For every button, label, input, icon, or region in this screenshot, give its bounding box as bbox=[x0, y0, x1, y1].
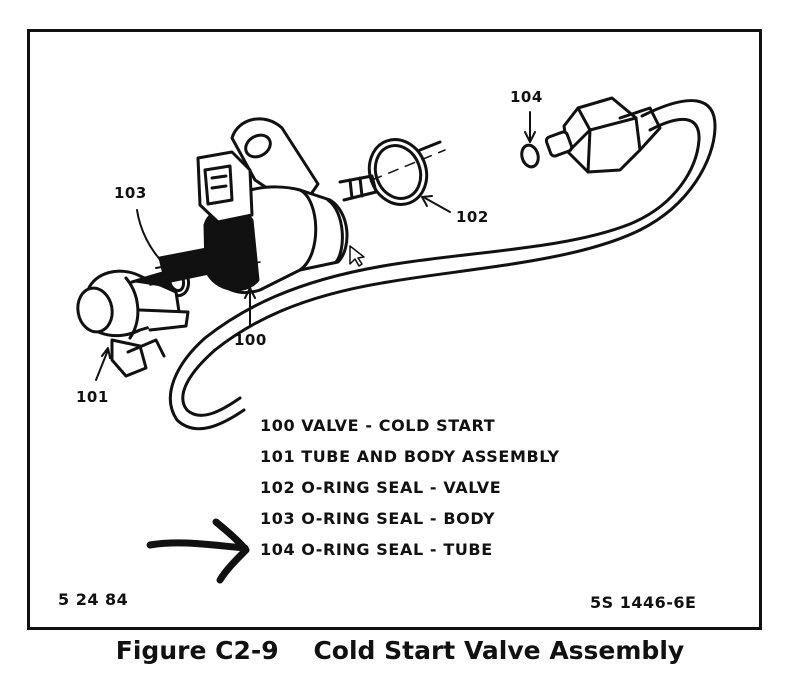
tube-hex-nut bbox=[544, 96, 662, 174]
tube-body-assembly-101 bbox=[76, 269, 190, 378]
leader-101 bbox=[95, 349, 109, 381]
callout-100: 100 bbox=[234, 331, 267, 349]
leader-lines bbox=[95, 111, 536, 381]
date-code: 5 24 84 bbox=[58, 590, 129, 609]
assembly-axis-line bbox=[149, 149, 446, 286]
leader-102 bbox=[424, 197, 451, 213]
figure-caption: Figure C2-9 Cold Start Valve Assembly bbox=[115, 636, 685, 665]
hand-drawn-arrow-icon bbox=[146, 518, 250, 584]
cold-start-valve-100 bbox=[158, 117, 378, 295]
o-ring-104 bbox=[520, 143, 540, 169]
diagram-frame bbox=[27, 29, 762, 630]
callout-102: 102 bbox=[456, 208, 489, 226]
callout-103: 103 bbox=[114, 184, 147, 202]
figure-code: 5S 1446-6E bbox=[590, 593, 697, 612]
mouse-cursor-icon bbox=[349, 245, 365, 267]
callout-101: 101 bbox=[76, 388, 109, 406]
fuel-tube bbox=[168, 99, 717, 431]
o-ring-102 bbox=[367, 138, 442, 206]
callout-104: 104 bbox=[510, 88, 543, 106]
